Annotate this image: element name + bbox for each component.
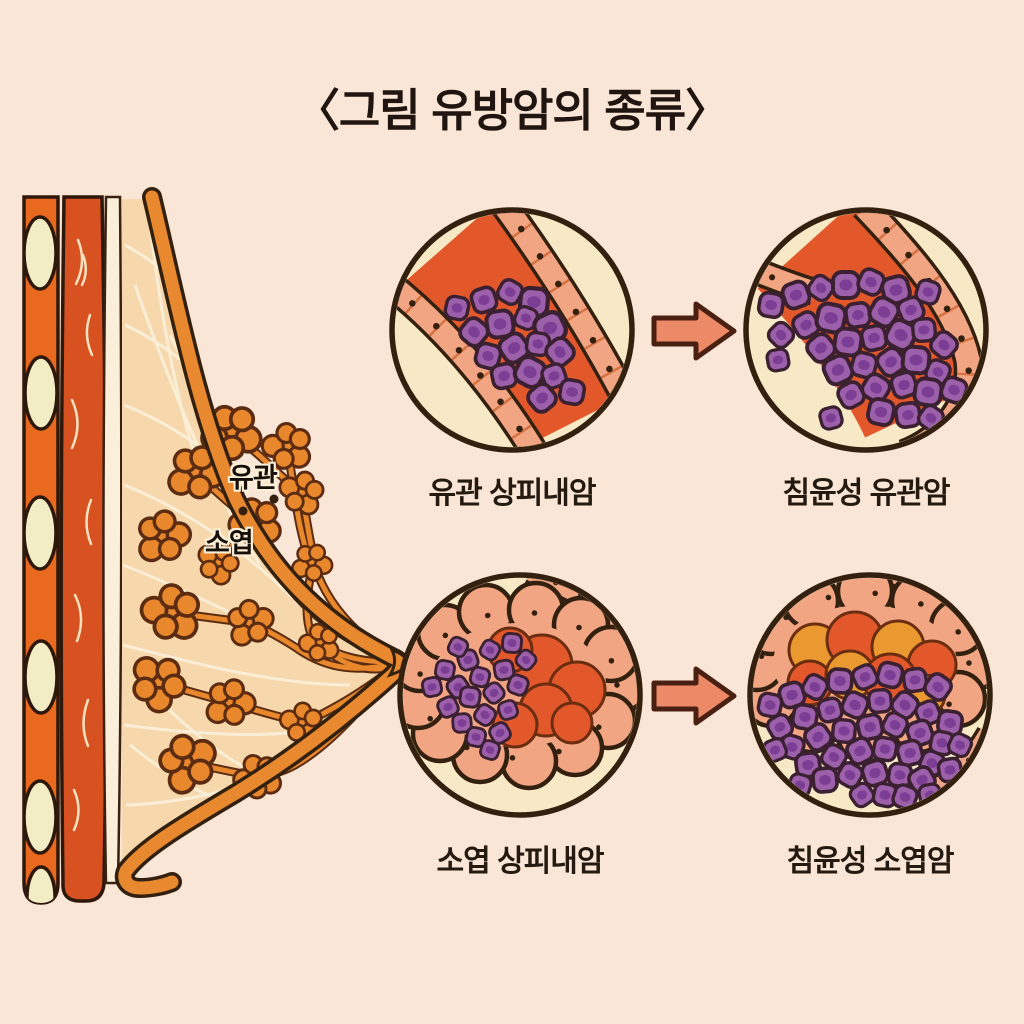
duct-anchor-dot xyxy=(269,494,279,504)
arrow-right-icon xyxy=(651,301,737,361)
lobule-anchor-dot xyxy=(238,506,248,516)
lobule-label: 소엽 xyxy=(205,528,254,558)
arrow-right-icon xyxy=(651,666,737,726)
ribs xyxy=(22,195,60,905)
invasive-lobular-label: 침윤성 소엽암 xyxy=(786,845,955,878)
duct-label: 유관 xyxy=(229,463,278,493)
panel-dcis-circle xyxy=(389,207,635,453)
panel-invasive-ductal-circle xyxy=(743,207,989,453)
breast-cross-section-illustration xyxy=(22,187,413,905)
dcis-label: 유관 상피내암 xyxy=(428,477,597,510)
page-title: 〈그림 유방암의 종류〉 xyxy=(294,85,730,136)
pectoral-muscle xyxy=(59,195,108,903)
lcis-label: 소엽 상피내암 xyxy=(436,845,605,878)
invasive-ductal-label: 침윤성 유관암 xyxy=(782,477,951,510)
panel-lcis-circle xyxy=(397,572,643,818)
panel-invasive-lobular-circle xyxy=(747,572,993,818)
fascia-layer xyxy=(102,195,123,885)
